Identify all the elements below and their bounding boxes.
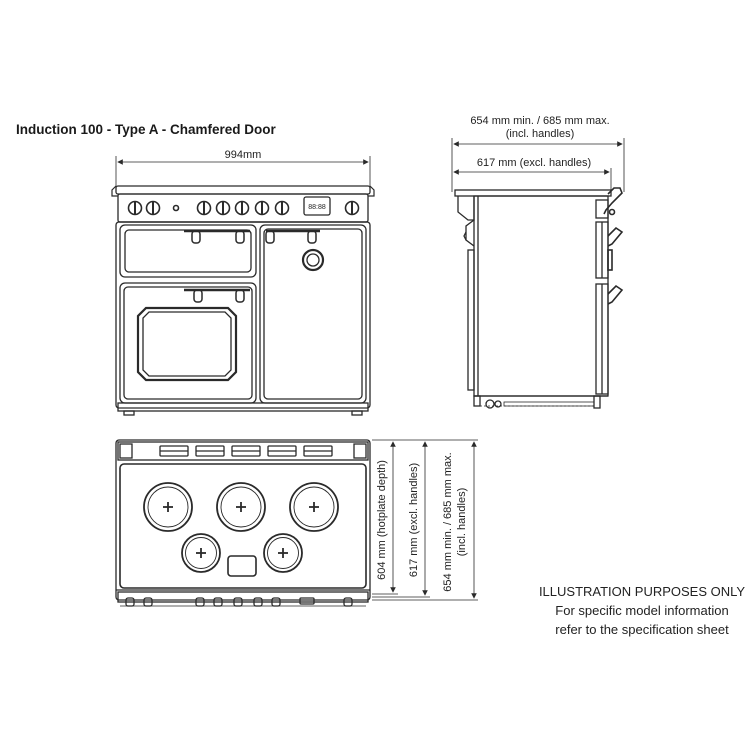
- side-backguard: [457, 196, 475, 221]
- side-depth-excl-label: 617 mm (excl. handles): [477, 157, 591, 169]
- side-depth-dimensions: [451, 138, 625, 192]
- front-knob-strip: [116, 589, 370, 607]
- front-view: 994mm 88:88: [111, 149, 375, 416]
- side-handles: [603, 187, 624, 305]
- disclaimer-line-2: For specific model information: [555, 603, 729, 618]
- side-view: 654 mm min. / 685 mm max. (incl. handles…: [451, 115, 625, 409]
- door-handles: [184, 229, 320, 303]
- hotplate-depth-label: 604 mm (hotplate depth): [376, 460, 388, 580]
- plinth: [117, 402, 369, 412]
- door-dial: [301, 248, 325, 272]
- top-depth-incl-label-line2: (incl. handles): [456, 488, 468, 556]
- side-depth-label-line2: (incl. handles): [506, 128, 574, 140]
- top-view: 604 mm (hotplate depth) 617 mm (excl. ha…: [115, 439, 478, 607]
- top-depth-excl-label: 617 mm (excl. handles): [408, 463, 420, 577]
- side-feet: [473, 395, 608, 409]
- front-hob-lip: [115, 185, 371, 195]
- front-foot-left: [123, 410, 135, 416]
- touch-control-panel: [227, 555, 257, 577]
- drawing-title: Induction 100 - Type A - Chamfered Door: [16, 122, 276, 137]
- clock-readout: 88:88: [308, 204, 326, 211]
- top-depth-incl-label-line1: 654 mm min. / 685 mm max.: [442, 452, 454, 591]
- cooker-body: [115, 221, 371, 409]
- disclaimer-line-1: ILLUSTRATION PURPOSES ONLY: [538, 584, 746, 599]
- control-knobs: [127, 200, 360, 216]
- front-foot-right: [351, 410, 363, 416]
- side-hob-top: [454, 189, 612, 197]
- induction-zone-front-left: [181, 533, 221, 573]
- width-dimension: [115, 156, 371, 186]
- induction-zone-rear-left: [143, 482, 193, 532]
- disclaimer-line-3: refer to the specification sheet: [555, 622, 729, 637]
- hob-outline: [115, 439, 371, 601]
- width-label: 994mm: [225, 149, 262, 161]
- side-door-faces: [595, 199, 609, 395]
- induction-zones: [143, 482, 339, 573]
- induction-zone-rear-right: [289, 482, 339, 532]
- induction-zone-rear-centre: [216, 482, 266, 532]
- induction-glass: [119, 463, 367, 589]
- main-oven-door: [119, 282, 257, 404]
- right-oven-door: [259, 224, 367, 404]
- top-view-depth-dimensions: [372, 439, 478, 601]
- side-depth-label-line1: 654 mm min. / 685 mm max.: [470, 115, 609, 127]
- side-body: [473, 195, 609, 397]
- rear-vents: [117, 441, 369, 461]
- induction-zone-front-right: [263, 533, 303, 573]
- disclaimer-note: ILLUSTRATION PURPOSES ONLY For specific …: [522, 582, 750, 639]
- oven-window: [136, 306, 238, 382]
- clock-display: [303, 196, 331, 216]
